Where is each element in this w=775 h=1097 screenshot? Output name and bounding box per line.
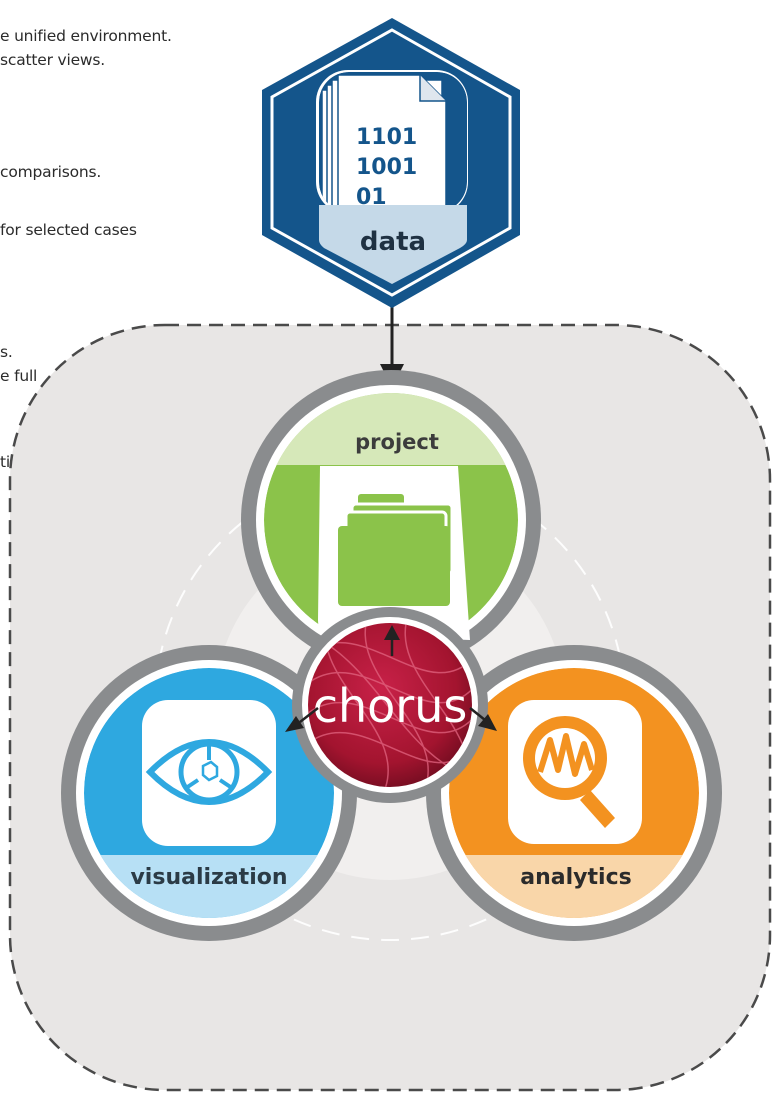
description-line-2: scatter views.: [0, 51, 105, 69]
description-line-4: for selected cases: [0, 221, 137, 239]
analytics-node[interactable]: analytics: [426, 645, 722, 941]
data-node[interactable]: 1101 1001 01 data: [262, 18, 520, 308]
visualization-icon-frame: [142, 700, 276, 846]
description-line-5: s.: [0, 343, 13, 361]
magnifier-chart-icon: [523, 716, 615, 828]
description-line-1: e unified environment.: [0, 27, 172, 45]
file-stack-icon: 1101 1001 01: [319, 72, 467, 212]
hub-to-analytics-arrowhead: [478, 714, 497, 731]
project-node[interactable]: project: [241, 370, 541, 670]
visualization-label: visualization: [130, 865, 287, 890]
analytics-label: analytics: [520, 865, 631, 890]
hub-arrows: [285, 625, 497, 732]
binary-line-2: 1001: [356, 155, 417, 180]
hub-to-visualization-arrowhead: [285, 716, 304, 732]
eye-icon: [145, 739, 273, 805]
hub-to-analytics-connector: [469, 707, 486, 721]
data-label-band: [319, 205, 467, 284]
hub-to-project-arrowhead: [384, 625, 400, 640]
data-label: data: [360, 227, 426, 257]
project-label: project: [355, 430, 439, 454]
chorus-label: chorus: [313, 679, 468, 733]
chorus-hub[interactable]: chorus: [292, 607, 488, 803]
visualization-node[interactable]: visualization: [61, 645, 357, 941]
binary-line-1: 1101: [356, 125, 417, 150]
description-line-3: comparisons.: [0, 163, 102, 181]
hub-to-visualization-connector: [299, 707, 319, 723]
folder-icon: [338, 494, 454, 606]
description-line-6: e full: [0, 367, 38, 385]
